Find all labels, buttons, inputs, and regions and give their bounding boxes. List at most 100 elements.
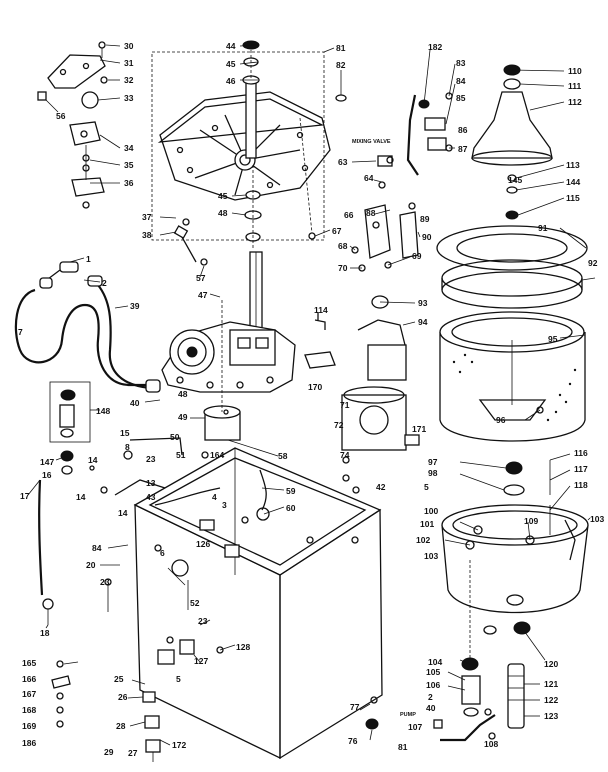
callout-91: 91 (538, 223, 548, 233)
cabinet (51, 437, 383, 762)
callout-67: 67 (332, 226, 342, 236)
callout-2b: 2 (428, 692, 433, 702)
callout-100: 100 (424, 506, 438, 516)
callout-6: 6 (160, 548, 165, 558)
callout-102: 102 (416, 535, 430, 545)
top-left-brackets (37, 41, 108, 209)
callout-17: 17 (20, 491, 30, 501)
callout-31: 31 (124, 58, 134, 68)
callout-40: 40 (130, 398, 140, 408)
callout-164: 164 (210, 450, 224, 460)
callout-70: 70 (338, 263, 348, 273)
callout-23b: 23 (100, 577, 110, 587)
callout-116: 116 (574, 448, 588, 458)
callout-68: 68 (338, 241, 348, 251)
basket-perforations (452, 353, 577, 422)
callout-25: 25 (114, 674, 124, 684)
callout-127: 127 (194, 656, 208, 666)
callout-121: 121 (544, 679, 558, 689)
callout-7: 7 (18, 327, 23, 337)
callout-39: 39 (130, 301, 140, 311)
callout-108: 108 (484, 739, 498, 749)
callout-3: 3 (222, 500, 227, 510)
callout-46: 46 (226, 76, 236, 86)
callout-89: 89 (420, 214, 430, 224)
callout-44: 44 (226, 41, 236, 51)
callout-13: 13 (146, 478, 156, 488)
callout-74: 74 (340, 450, 350, 460)
callout-88: 88 (366, 208, 376, 218)
callout-48b: 48 (178, 389, 188, 399)
callout-30: 30 (124, 41, 134, 51)
callout-92: 92 (588, 258, 598, 268)
callout-63: 63 (338, 157, 348, 167)
callout-123: 123 (544, 711, 558, 721)
callout-86: 86 (458, 125, 468, 135)
callout-93: 93 (418, 298, 428, 308)
hoses (14, 261, 161, 625)
callout-42: 42 (376, 482, 386, 492)
callout-50: 50 (170, 432, 180, 442)
callout-113: 113 (566, 160, 580, 170)
callout-144: 144 (566, 177, 580, 187)
callout-167: 167 (22, 689, 36, 699)
callout-112: 112 (568, 97, 582, 107)
callout-2: 2 (102, 278, 107, 288)
callout-105: 105 (426, 667, 440, 677)
callout-168: 168 (22, 705, 36, 715)
callout-122: 122 (544, 695, 558, 705)
callout-106: 106 (426, 680, 440, 690)
callout-49: 49 (178, 412, 188, 422)
callout-23: 23 (146, 454, 156, 464)
callout-115: 115 (566, 193, 580, 203)
callout-33: 33 (124, 93, 134, 103)
callout-69: 69 (412, 251, 422, 261)
callout-169: 169 (22, 721, 36, 731)
callout-82: 82 (336, 60, 346, 70)
callout-45: 45 (226, 59, 236, 69)
callout-84: 84 (92, 543, 102, 553)
callout-126: 126 (196, 539, 210, 549)
callout-145: 145 (508, 175, 522, 185)
callout-90: 90 (422, 232, 432, 242)
callout-18: 18 (40, 628, 50, 638)
callout-45b: 45 (218, 191, 228, 201)
leader-lines (27, 44, 596, 746)
callout-48: 48 (218, 208, 228, 218)
callout-52: 52 (190, 598, 200, 608)
callout-5: 5 (176, 674, 181, 684)
callout-111: 111 (568, 81, 582, 91)
callout-34: 34 (124, 143, 134, 153)
callout-104: 104 (428, 657, 442, 667)
valve-and-motor-parts (304, 92, 453, 494)
pump-note: PUMP (400, 712, 416, 718)
callout-4: 4 (212, 492, 217, 502)
callout-64: 64 (364, 173, 374, 183)
callout-23c: 23 (198, 616, 208, 626)
callout-8: 8 (125, 442, 130, 452)
callout-103: 103 (590, 514, 604, 524)
callout-148: 148 (96, 406, 110, 416)
callout-81b: 81 (398, 742, 408, 752)
callout-109: 109 (524, 516, 538, 526)
callout-95: 95 (548, 334, 558, 344)
callout-26: 26 (118, 692, 128, 702)
callout-117: 117 (574, 464, 588, 474)
callout-35: 35 (124, 160, 134, 170)
callout-96: 96 (496, 415, 506, 425)
callout-14b: 14 (76, 492, 86, 502)
callout-84b: 84 (456, 76, 466, 86)
callout-182: 182 (428, 42, 442, 52)
callout-114: 114 (314, 305, 328, 315)
callout-87: 87 (458, 144, 468, 154)
agitator-and-tub (433, 64, 589, 742)
callout-43: 43 (146, 492, 156, 502)
callout-85: 85 (456, 93, 466, 103)
mounting-plate-assembly (151, 40, 347, 250)
callout-110: 110 (568, 66, 582, 76)
callout-27: 27 (128, 748, 138, 758)
callout-5b: 5 (424, 482, 429, 492)
callout-15: 15 (120, 428, 130, 438)
